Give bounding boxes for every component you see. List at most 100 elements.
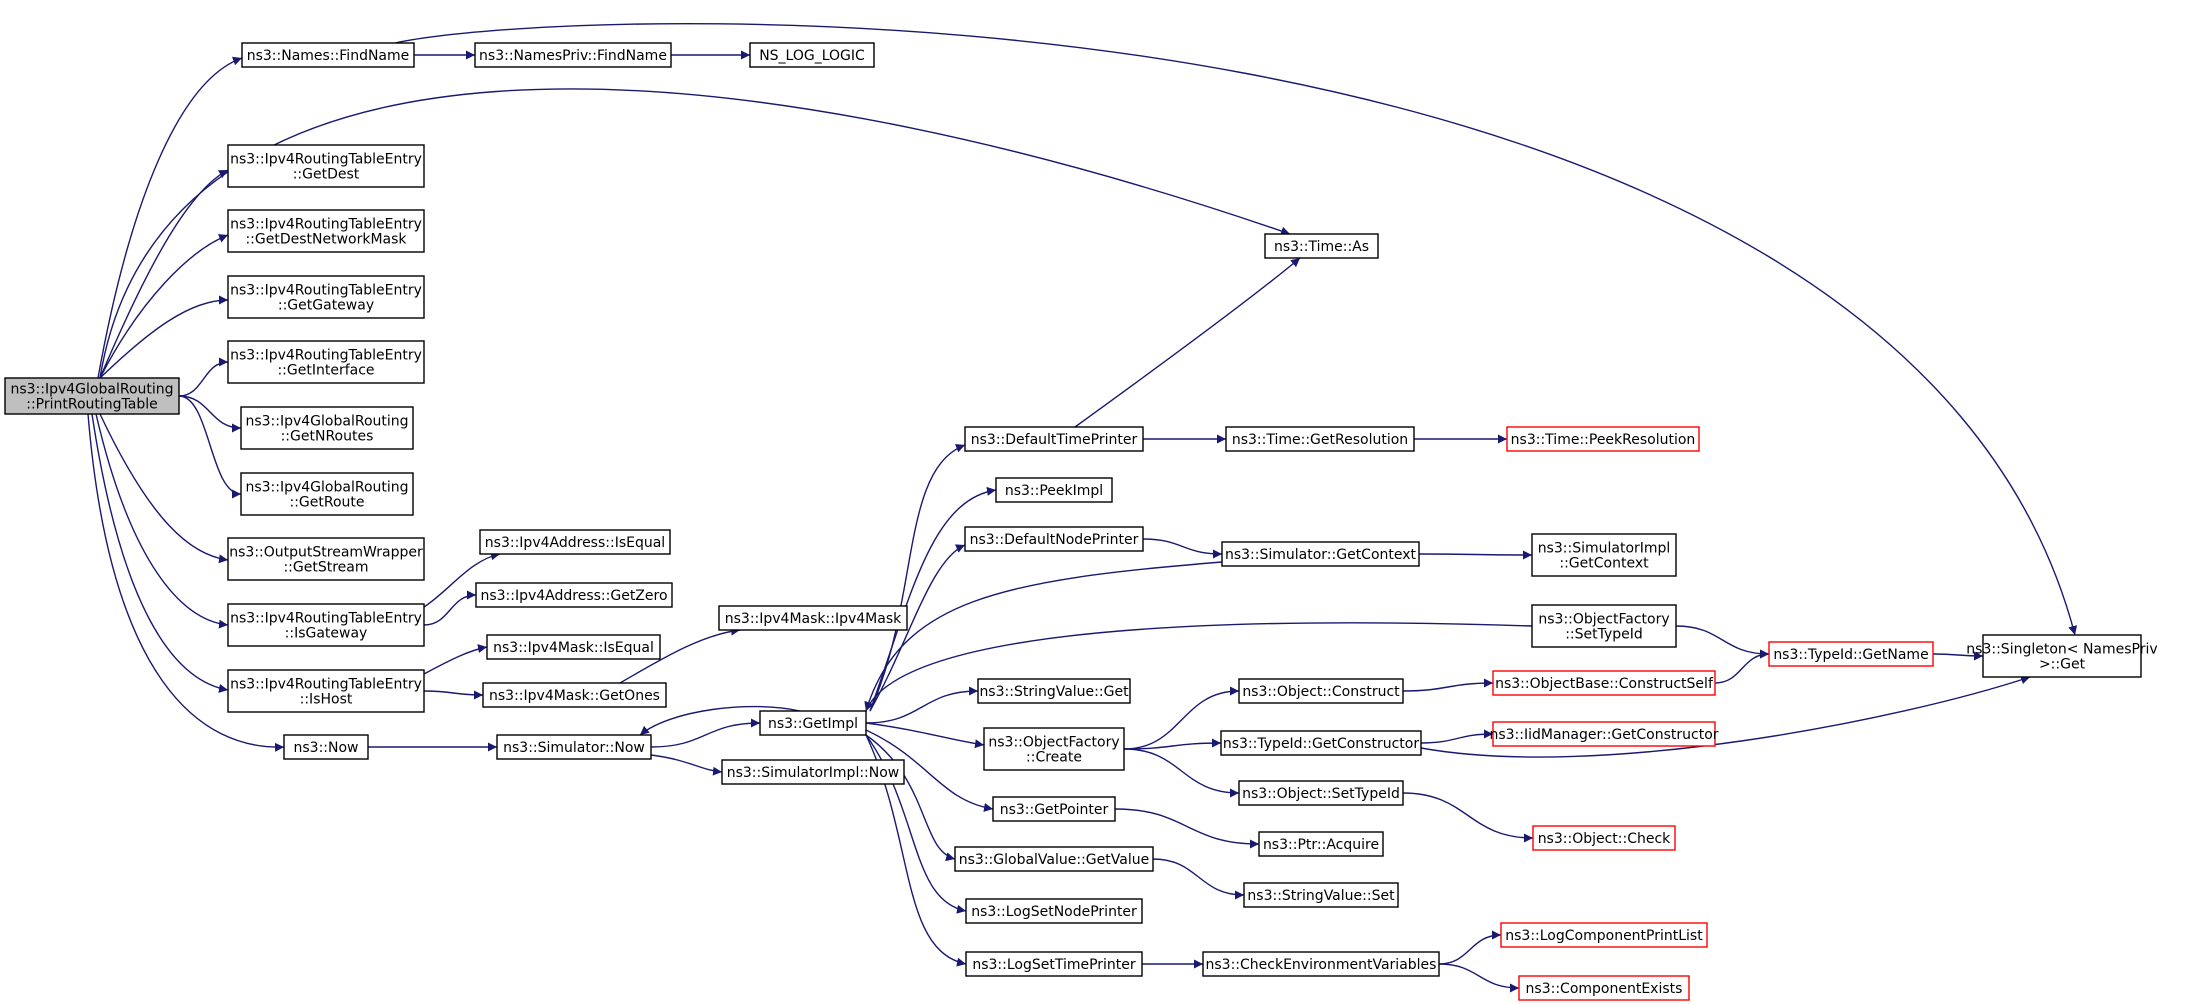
- node-box: [227, 669, 425, 713]
- node-label: ns3::CheckEnvironmentVariables: [1206, 957, 1437, 973]
- node-label: ns3::Singleton< NamesPriv: [1966, 642, 2157, 658]
- node-singleton-get[interactable]: ns3::Singleton< NamesPriv >::Get: [1966, 634, 2158, 678]
- node-ishost[interactable]: ns3::Ipv4RoutingTableEntry::IsHost: [227, 669, 425, 713]
- node-label: ns3::Ipv4RoutingTableEntry: [230, 611, 422, 627]
- node-iidmanager-getconstructor[interactable]: ns3::IidManager::GetConstructor: [1489, 721, 1719, 747]
- node-ipv4mask-getones[interactable]: ns3::Ipv4Mask::GetOnes: [482, 682, 667, 708]
- node-now[interactable]: ns3::Now: [283, 734, 369, 760]
- call-edge-defaultnodeprinter-to-sim-getcontext: [1142, 538, 1223, 559]
- node-box: [241, 42, 415, 68]
- node-label: ns3::SimulatorImpl: [1538, 541, 1671, 557]
- call-edge-sim-getcontext-to-simimpl-getcontext: [1418, 550, 1533, 560]
- node-label: ns3::Time::GetResolution: [1232, 432, 1408, 448]
- node-root[interactable]: ns3::Ipv4GlobalRouting::PrintRoutingTabl…: [4, 377, 180, 415]
- node-box: [977, 678, 1131, 704]
- node-logsettimeprinter[interactable]: ns3::LogSetTimePrinter: [965, 951, 1143, 977]
- node-time-getresolution[interactable]: ns3::Time::GetResolution: [1225, 426, 1415, 452]
- node-box: [1238, 678, 1404, 704]
- node-peekimpl[interactable]: ns3::PeekImpl: [995, 477, 1113, 503]
- node-box: [1500, 922, 1708, 948]
- node-simimpl-getcontext[interactable]: ns3::SimulatorImpl::GetContext: [1531, 533, 1677, 577]
- edge-layer: [87, 22, 2078, 993]
- node-label: ::IsGateway: [285, 626, 368, 642]
- node-time-as[interactable]: ns3::Time::As: [1264, 233, 1379, 259]
- node-label: ns3::ObjectBase::ConstructSelf: [1495, 676, 1714, 692]
- node-getdestnetmask[interactable]: ns3::Ipv4RoutingTableEntry::GetDestNetwo…: [227, 209, 425, 253]
- node-box: [1492, 721, 1716, 747]
- node-ipv4mask-isequal[interactable]: ns3::Ipv4Mask::IsEqual: [486, 634, 661, 660]
- node-time-peekresolution[interactable]: ns3::Time::PeekResolution: [1506, 426, 1700, 452]
- node-label: ns3::Simulator::Now: [503, 740, 645, 756]
- node-getimpl[interactable]: ns3::GetImpl: [759, 710, 867, 736]
- node-namespriv-findname[interactable]: ns3::NamesPriv::FindName: [474, 42, 672, 68]
- call-edge-ipv4mask-getones-to-ipv4mask-ipv4mask: [619, 626, 741, 684]
- call-edge-root-to-isgateway: [95, 413, 229, 629]
- node-box: [1518, 975, 1690, 1001]
- node-logsetnodeprinter[interactable]: ns3::LogSetNodePrinter: [965, 898, 1143, 924]
- node-box: [227, 603, 425, 647]
- node-getnroutes[interactable]: ns3::Ipv4GlobalRouting::GetNRoutes: [240, 406, 414, 450]
- node-object-settypeid[interactable]: ns3::Object::SetTypeId: [1238, 780, 1404, 806]
- node-typeid-getconstructor[interactable]: ns3::TypeId::GetConstructor: [1220, 730, 1422, 756]
- node-simimpl-now[interactable]: ns3::SimulatorImpl::Now: [721, 759, 905, 785]
- node-ipv4addr-isequal[interactable]: ns3::Ipv4Address::IsEqual: [479, 529, 671, 555]
- node-getpointer[interactable]: ns3::GetPointer: [992, 796, 1116, 822]
- call-edge-defaulttimeprinter-to-time-as: [1074, 257, 1301, 428]
- node-label: ns3::Object::SetTypeId: [1242, 786, 1400, 802]
- node-box: [1531, 604, 1677, 648]
- node-getroute[interactable]: ns3::Ipv4GlobalRouting::GetRoute: [240, 472, 414, 516]
- node-label: ns3::ObjectFactory: [1538, 612, 1669, 628]
- node-label: ns3::Ipv4Mask::IsEqual: [493, 640, 654, 656]
- node-box: [1221, 541, 1420, 567]
- node-label: ns3::Ipv4RoutingTableEntry: [230, 152, 422, 168]
- node-box: [1220, 730, 1422, 756]
- node-objectbase-constructself[interactable]: ns3::ObjectBase::ConstructSelf: [1492, 670, 1716, 696]
- node-getinterface[interactable]: ns3::Ipv4RoutingTableEntry::GetInterface: [227, 340, 425, 384]
- node-getdest[interactable]: ns3::Ipv4RoutingTableEntry::GetDest: [227, 144, 425, 188]
- call-edge-ishost-to-ipv4mask-getones: [423, 690, 484, 700]
- node-box: [759, 710, 867, 736]
- node-label: ns3::Time::PeekResolution: [1511, 432, 1696, 448]
- node-label: ns3::Ipv4RoutingTableEntry: [230, 677, 422, 693]
- node-logcomponentprintlist[interactable]: ns3::LogComponentPrintList: [1500, 922, 1708, 948]
- node-label: ns3::LogSetTimePrinter: [972, 957, 1136, 973]
- node-ipv4mask-ipv4mask[interactable]: ns3::Ipv4Mask::Ipv4Mask: [718, 605, 908, 631]
- node-objfactory-create[interactable]: ns3::ObjectFactory::Create: [983, 727, 1125, 771]
- node-label: >::Get: [2039, 657, 2086, 673]
- call-edge-sim-now-to-getimpl: [650, 718, 761, 748]
- node-objfactory-settypeid[interactable]: ns3::ObjectFactory::SetTypeId: [1531, 604, 1677, 648]
- node-isgateway[interactable]: ns3::Ipv4RoutingTableEntry::IsGateway: [227, 603, 425, 647]
- node-getstream[interactable]: ns3::OutputStreamWrapper::GetStream: [227, 537, 425, 581]
- node-ptr-acquire[interactable]: ns3::Ptr::Acquire: [1258, 831, 1384, 857]
- node-stringvalue-get[interactable]: ns3::StringValue::Get: [977, 678, 1131, 704]
- call-edge-root-to-getdest: [99, 169, 229, 379]
- node-names-findname[interactable]: ns3::Names::FindName: [241, 42, 415, 68]
- call-edge-sim-getcontext-to-getimpl: [864, 561, 1223, 712]
- node-ipv4addr-getzero[interactable]: ns3::Ipv4Address::GetZero: [475, 582, 673, 608]
- node-label: ns3::IidManager::GetConstructor: [1489, 727, 1718, 743]
- node-ns-log-logic[interactable]: NS_LOG_LOGIC: [749, 42, 875, 68]
- node-box: [227, 144, 425, 188]
- call-edge-root-to-ishost: [91, 413, 229, 693]
- node-getgateway[interactable]: ns3::Ipv4RoutingTableEntry::GetGateway: [227, 275, 425, 319]
- node-defaultnodeprinter[interactable]: ns3::DefaultNodePrinter: [964, 526, 1144, 552]
- node-globalvalue-getvalue[interactable]: ns3::GlobalValue::GetValue: [954, 846, 1154, 872]
- node-sim-getcontext[interactable]: ns3::Simulator::GetContext: [1221, 541, 1420, 567]
- node-box: [486, 634, 661, 660]
- node-box: [995, 477, 1113, 503]
- node-box: [1982, 634, 2142, 678]
- node-checkenvvars[interactable]: ns3::CheckEnvironmentVariables: [1202, 951, 1440, 977]
- call-edge-getimpl-to-getpointer: [865, 729, 994, 812]
- node-label: ns3::GetImpl: [768, 716, 858, 732]
- node-typeid-getname[interactable]: ns3::TypeId::GetName: [1768, 641, 1934, 667]
- node-defaulttimeprinter[interactable]: ns3::DefaultTimePrinter: [964, 426, 1144, 452]
- node-object-construct[interactable]: ns3::Object::Construct: [1238, 678, 1404, 704]
- node-object-check[interactable]: ns3::Object::Check: [1532, 825, 1676, 851]
- node-box: [992, 796, 1116, 822]
- node-sim-now[interactable]: ns3::Simulator::Now: [496, 734, 652, 760]
- node-label: ::IsHost: [300, 692, 353, 708]
- node-box: [1532, 825, 1676, 851]
- node-stringvalue-set[interactable]: ns3::StringValue::Set: [1243, 882, 1399, 908]
- node-componentexists[interactable]: ns3::ComponentExists: [1518, 975, 1690, 1001]
